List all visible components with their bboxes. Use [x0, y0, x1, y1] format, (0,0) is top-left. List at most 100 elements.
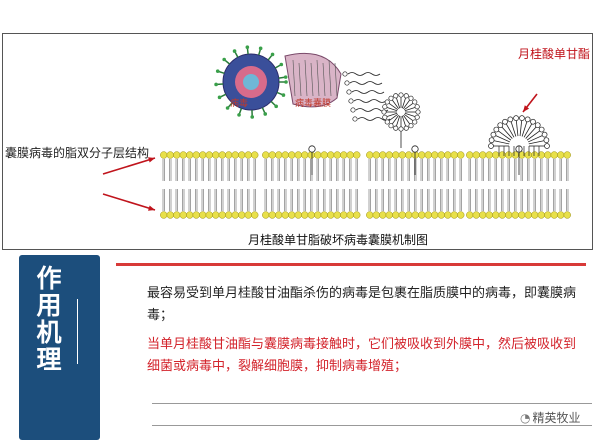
- lipid-head: [262, 211, 270, 219]
- micelle-head: [415, 109, 421, 115]
- lipid-head: [179, 211, 187, 219]
- lipid-head: [379, 151, 387, 159]
- lipid-head: [479, 211, 487, 219]
- arrow-head: [148, 205, 155, 211]
- watermark-text: 精英牧业: [532, 411, 581, 425]
- lipid-head: [327, 151, 335, 159]
- lipid-head: [457, 151, 465, 159]
- lipid-head: [437, 211, 445, 219]
- lipid-head: [179, 151, 187, 159]
- lipid-head: [531, 151, 539, 159]
- lipid-head: [424, 151, 432, 159]
- lipid-head: [212, 211, 220, 219]
- lipid-head: [238, 151, 246, 159]
- micelle-head: [408, 123, 414, 129]
- cluster-head: [543, 137, 550, 144]
- lipid-head: [251, 151, 259, 159]
- micelle-head: [412, 119, 418, 125]
- wechat-icon: ◔: [520, 411, 531, 425]
- lipid-head: [557, 211, 565, 219]
- figure-panel: [2, 33, 593, 250]
- lipid-head: [281, 151, 289, 159]
- lipid-head: [301, 151, 309, 159]
- lipid-head: [353, 151, 361, 159]
- lipid-head: [199, 211, 207, 219]
- lipid-head: [385, 211, 393, 219]
- lipid-head: [173, 151, 181, 159]
- footer-rule-bottom: [152, 425, 592, 426]
- section-divider: [116, 263, 586, 266]
- lipid-head: [327, 211, 335, 219]
- lipid-head: [405, 211, 413, 219]
- lipid-head: [372, 151, 380, 159]
- micelle-head: [381, 109, 387, 115]
- lipid-head: [472, 151, 480, 159]
- lipid-head: [268, 211, 276, 219]
- lipid-head: [550, 151, 558, 159]
- envelope-label: 病毒囊膜: [295, 99, 332, 109]
- lipid-head: [492, 211, 500, 219]
- micelle-head: [388, 123, 394, 129]
- lipid-head: [563, 211, 571, 219]
- paragraph-2: 当单月桂酸甘油酯与囊膜病毒接触时，它们被吸收到外膜中，然后被吸收到细菌或病毒中，…: [147, 337, 577, 374]
- lipid-head: [275, 151, 283, 159]
- lipid-head: [466, 211, 474, 219]
- tag-divider: [77, 299, 78, 364]
- cluster-head: [530, 118, 536, 125]
- micelle-head: [414, 104, 420, 110]
- micelle-head: [403, 125, 409, 131]
- lipid-head: [544, 151, 552, 159]
- micelle-head: [408, 95, 414, 101]
- lipid-head: [524, 151, 532, 159]
- glm-molecule: [342, 71, 348, 77]
- lipid-head: [333, 151, 341, 159]
- lipid-head: [218, 211, 226, 219]
- lipid-head: [333, 211, 341, 219]
- cluster-head: [493, 126, 500, 133]
- lipid-head: [385, 151, 393, 159]
- lipid-head: [281, 211, 289, 219]
- lipid-head: [199, 151, 207, 159]
- lipid-head: [307, 151, 315, 159]
- lipid-head: [431, 211, 439, 219]
- bilayer-label: 囊膜病毒的脂双分子层结构: [5, 146, 150, 160]
- lipid-head: [173, 211, 181, 219]
- section-tag: [19, 255, 100, 440]
- glm-molecule: [352, 116, 358, 122]
- lipid-head: [557, 151, 565, 159]
- micelle-head: [388, 95, 394, 101]
- lipid-head: [418, 151, 426, 159]
- lipid-head: [418, 211, 426, 219]
- cluster-head: [507, 116, 514, 123]
- lipid-head: [472, 211, 480, 219]
- cluster-head: [538, 126, 545, 133]
- cluster-head: [497, 122, 504, 129]
- lipid-head: [340, 151, 348, 159]
- lipid-head: [550, 211, 558, 219]
- lipid-head: [450, 211, 458, 219]
- lipid-head: [346, 211, 354, 219]
- glm-label: 月桂酸单甘酯: [518, 47, 591, 61]
- lipid-head: [366, 211, 374, 219]
- lipid-head: [498, 151, 506, 159]
- lipid-head: [346, 151, 354, 159]
- micelle-head: [384, 119, 390, 125]
- figure-caption: 月桂酸单甘脂破坏病毒囊膜机制图: [248, 233, 429, 247]
- lipid-head: [186, 211, 194, 219]
- micelle-head: [382, 104, 388, 110]
- cluster-head: [519, 115, 525, 122]
- lipid-head: [294, 211, 302, 219]
- glm-head: [411, 145, 419, 153]
- lipid-head: [314, 211, 322, 219]
- lipid-head: [466, 151, 474, 159]
- section-title: 作用机理: [33, 265, 62, 373]
- lipid-head: [192, 151, 200, 159]
- lipid-head: [288, 151, 296, 159]
- lipid-head: [372, 211, 380, 219]
- lipid-head: [268, 151, 276, 159]
- cluster-head: [490, 131, 497, 138]
- lipid-head: [485, 151, 493, 159]
- lipid-head: [444, 151, 452, 159]
- lipid-head: [288, 211, 296, 219]
- lipid-head: [392, 151, 400, 159]
